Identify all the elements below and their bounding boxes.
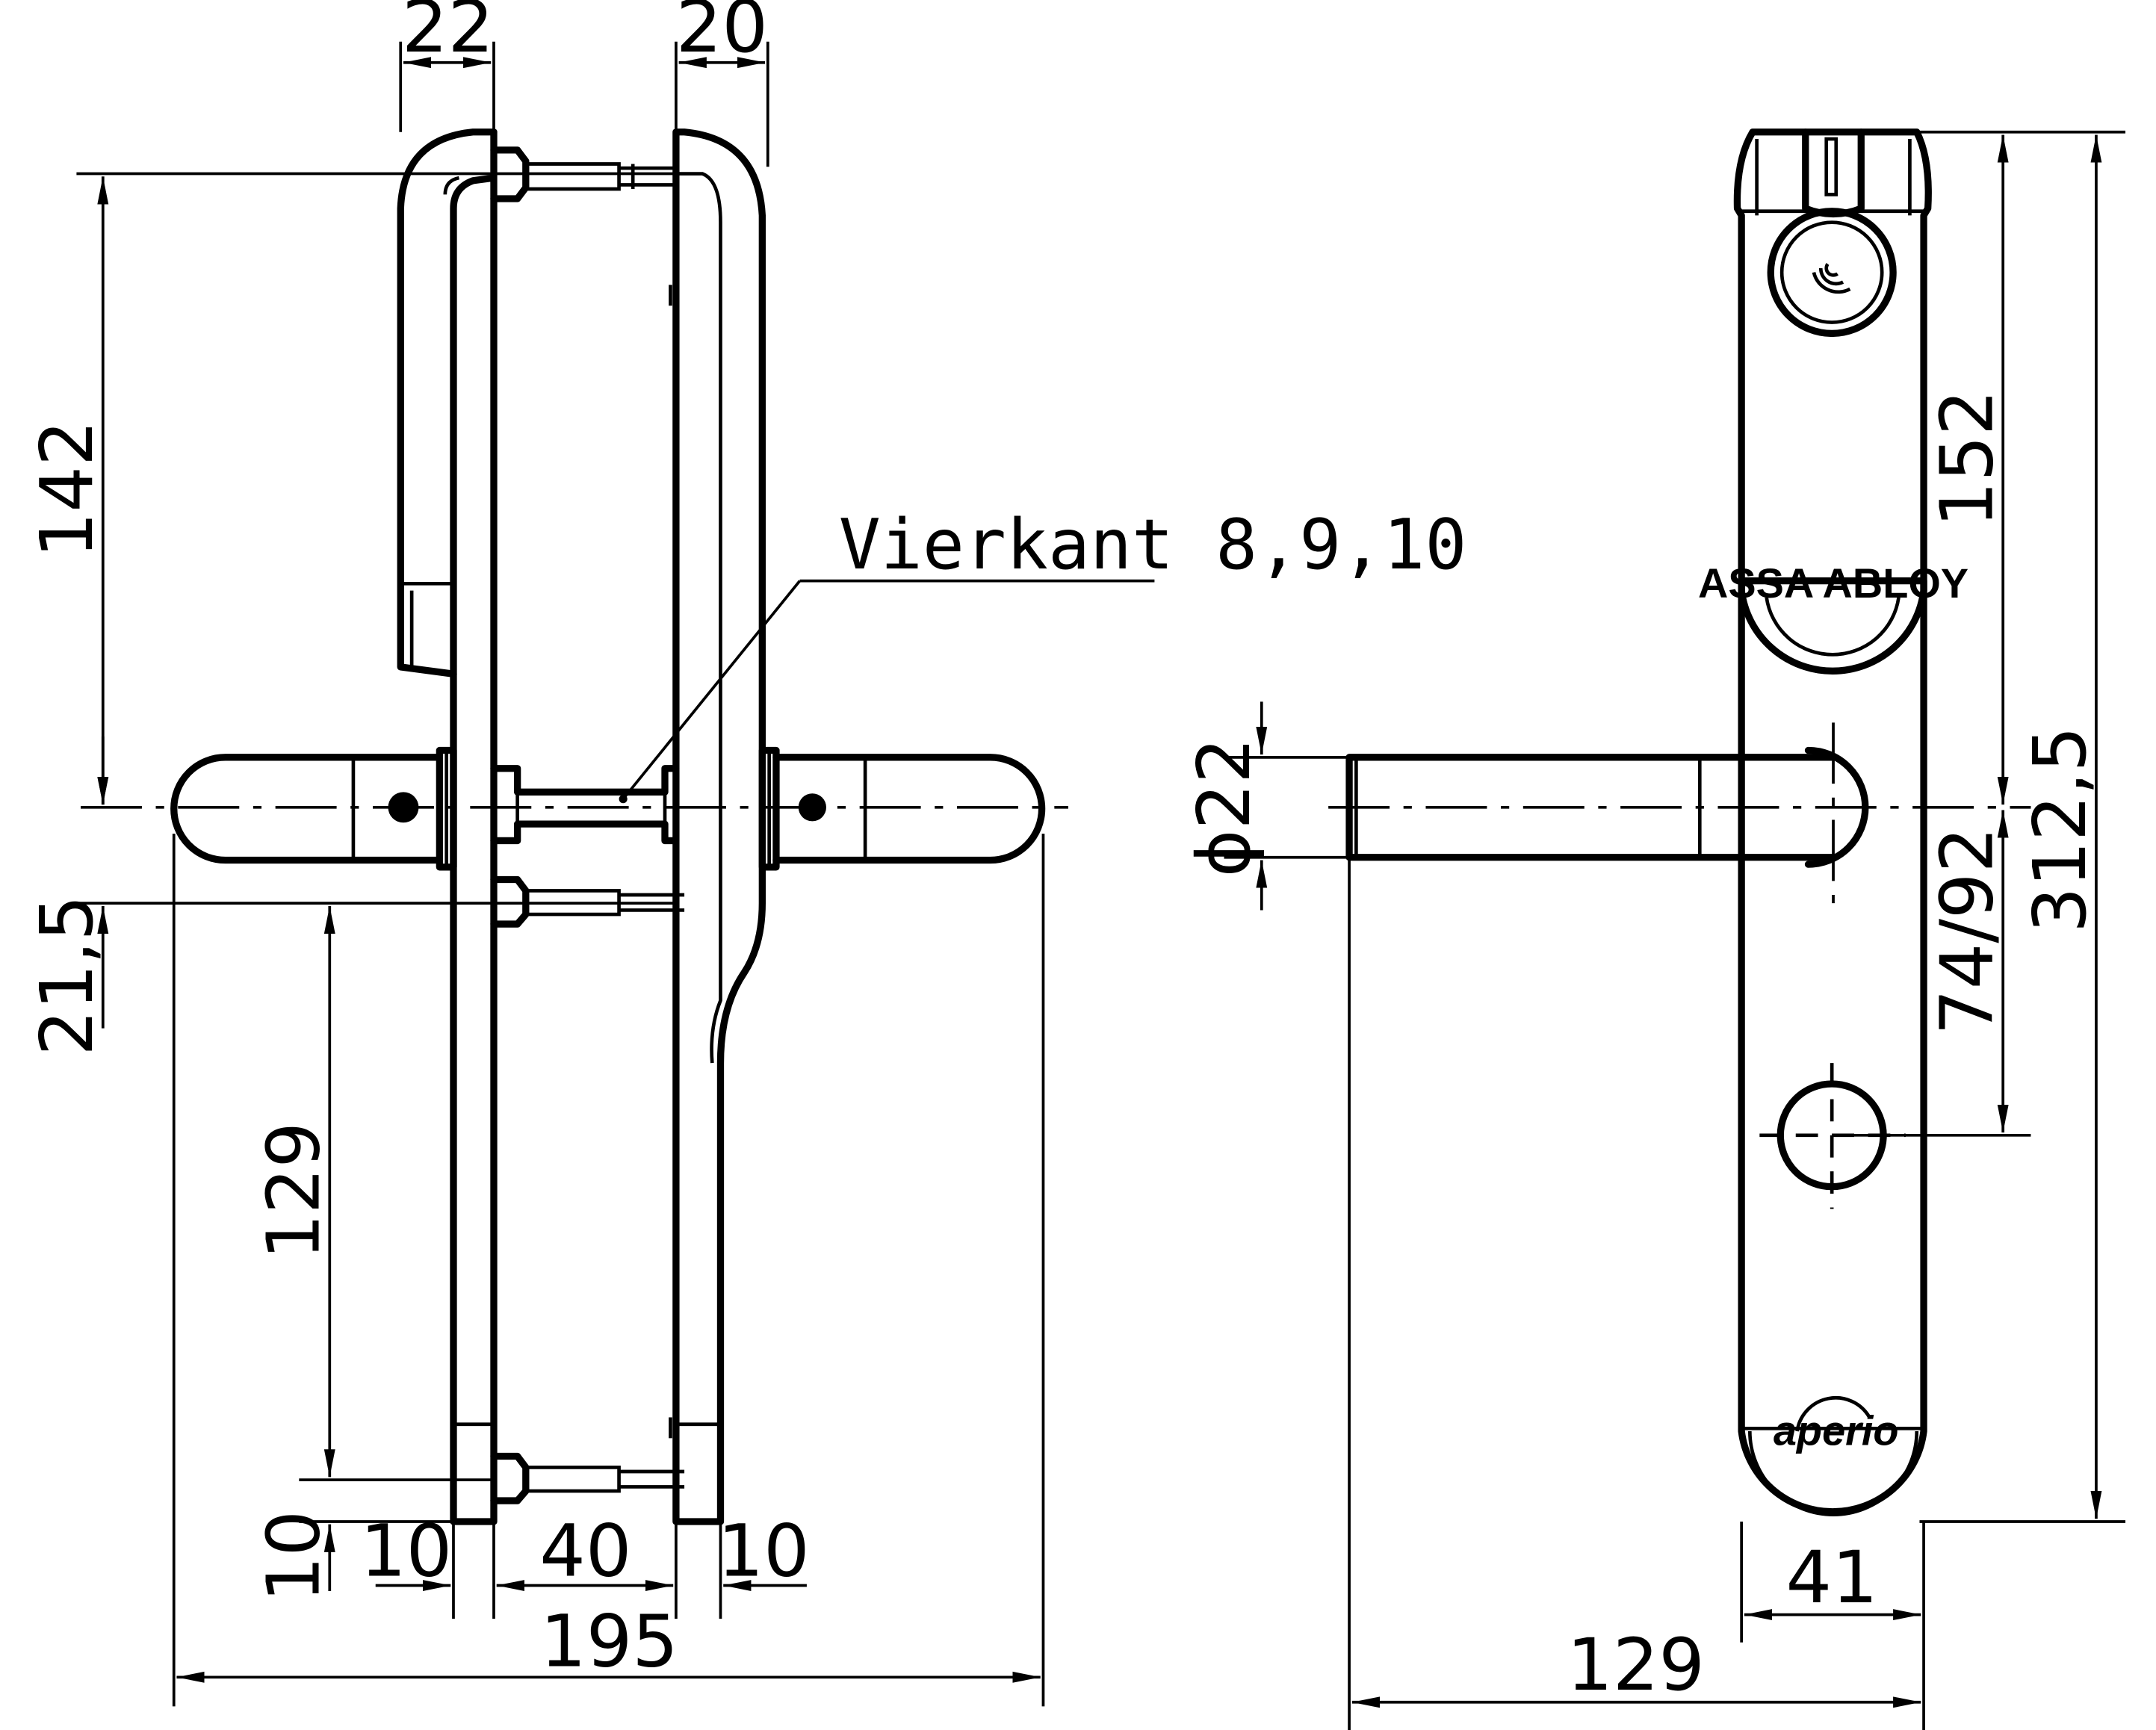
dim-diameter-22: ϕ22 [1182, 737, 1266, 877]
spindle-note: Vierkant 8,9,10 [839, 504, 1467, 585]
reader-window [1767, 128, 1897, 338]
front-extension-lines [1224, 130, 2126, 1730]
left-inner-plate [397, 128, 498, 1525]
dim-20: 20 [676, 0, 768, 69]
dim-142: 142 [25, 420, 109, 558]
front-view: ASSA ABLOY aperio [1182, 128, 2126, 1730]
front-dimension-lines [1256, 134, 2102, 1708]
front-plate [1733, 128, 1932, 1516]
dim-129-front: 129 [1567, 1622, 1705, 1707]
front-lever [1345, 722, 1869, 904]
dim-40: 40 [539, 1509, 631, 1593]
dim-312-5: 312,5 [2018, 726, 2102, 933]
dim-152: 152 [1924, 390, 2009, 528]
dim-10-vertical: 10 [251, 1510, 335, 1602]
dim-74-92: 74/92 [1924, 827, 2009, 1035]
side-extension-lines [76, 41, 1045, 1707]
right-outer-plate [669, 128, 766, 1525]
dim-22: 22 [402, 0, 494, 69]
aperio-logo: aperio [1774, 1396, 1899, 1454]
side-view: 22 20 142 21,5 129 10 10 40 10 195 Vierk… [25, 0, 1467, 1707]
dim-10-right: 10 [718, 1509, 810, 1593]
dim-195: 195 [540, 1599, 678, 1683]
dim-21-5: 21,5 [25, 895, 109, 1055]
spindle [490, 765, 680, 845]
brand-window: ASSA ABLOY [1698, 559, 1968, 675]
product-logo: aperio [1774, 1407, 1899, 1454]
spindle-leader [622, 579, 1155, 800]
brand-logo: ASSA ABLOY [1698, 559, 1968, 607]
dim-129-side: 129 [251, 1122, 335, 1260]
dim-41: 41 [1786, 1535, 1878, 1619]
bottom-screw [490, 1452, 685, 1504]
side-dimension-lines [97, 57, 1041, 1683]
wifi-icon [1812, 263, 1851, 294]
dim-10-left: 10 [360, 1509, 452, 1593]
